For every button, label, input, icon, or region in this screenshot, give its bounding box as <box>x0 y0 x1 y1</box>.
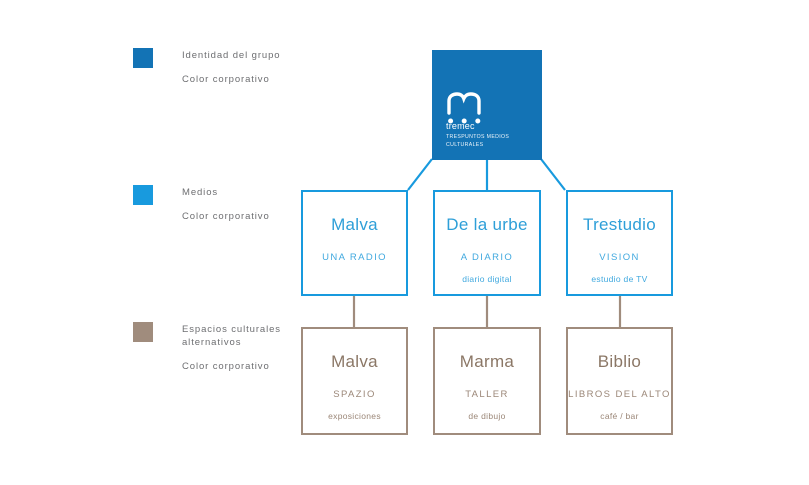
media-node-trestudio-line2: VISION <box>599 252 640 263</box>
media-node-trestudio-line3: estudio de TV <box>591 274 648 284</box>
legend-item-identidad: Identidad del grupo Color corporativo <box>133 48 280 86</box>
media-node-trestudio[interactable]: Trestudio VISION estudio de TV <box>566 190 673 296</box>
culture-node-biblio[interactable]: Biblio LIBROS DEL ALTO café / bar <box>566 327 673 435</box>
culture-node-malva-spazio[interactable]: Malva SPAZIO exposiciones <box>301 327 408 435</box>
connector-brand-to-trestudio <box>540 158 566 191</box>
legend-swatch-identidad <box>133 48 153 68</box>
culture-node-marma[interactable]: Marma TALLER de dibujo <box>433 327 541 435</box>
brand-tagline: TRESPUNTOS MEDIOS CULTURALES <box>446 134 510 148</box>
legend-title-medios: Medios <box>182 187 219 198</box>
culture-node-malva-spazio-title: Malva <box>331 352 378 371</box>
culture-node-marma-line3: de dibujo <box>468 411 506 421</box>
media-node-de-la-urbe-line3: diario digital <box>462 274 512 284</box>
legend-text-espacios-culturales: Espacios culturales alternativos Color c… <box>182 322 281 373</box>
culture-node-biblio-title: Biblio <box>597 352 642 371</box>
culture-node-marma-title: Marma <box>459 352 515 371</box>
legend-subtitle-espacios-culturales: Color corporativo <box>182 361 270 372</box>
legend-subtitle-medios: Color corporativo <box>182 211 270 222</box>
legend-item-medios: Medios Color corporativo <box>133 185 270 223</box>
legend-title-espacios-culturales: Espacios culturales alternativos <box>182 324 281 348</box>
tremec-m-logo-icon <box>447 92 481 124</box>
brand-node-tremec[interactable]: tremec TRESPUNTOS MEDIOS CULTURALES <box>432 50 542 160</box>
culture-node-malva-spazio-line3: exposiciones <box>328 411 381 421</box>
legend-item-espacios-culturales: Espacios culturales alternativos Color c… <box>133 322 281 373</box>
media-node-malva-title: Malva <box>331 215 378 234</box>
culture-node-malva-spazio-line2: SPAZIO <box>333 389 376 400</box>
media-node-trestudio-title: Trestudio <box>583 215 656 234</box>
culture-node-biblio-line3: café / bar <box>600 411 639 421</box>
brand-name: tremec <box>446 121 475 131</box>
legend-subtitle-identidad: Color corporativo <box>182 74 270 85</box>
culture-node-marma-line2: TALLER <box>465 389 509 400</box>
media-node-de-la-urbe-title: De la urbe <box>446 215 528 234</box>
legend-text-medios: Medios Color corporativo <box>182 185 270 223</box>
legend-title-identidad: Identidad del grupo <box>182 50 281 61</box>
media-node-malva[interactable]: Malva UNA RADIO <box>301 190 408 296</box>
legend-swatch-medios <box>133 185 153 205</box>
legend-swatch-espacios-culturales <box>133 322 153 342</box>
connector-brand-to-malva <box>407 158 433 191</box>
media-node-de-la-urbe-line2: A DIARIO <box>460 252 514 263</box>
media-node-malva-line2: UNA RADIO <box>322 252 387 263</box>
legend-text-identidad: Identidad del grupo Color corporativo <box>182 48 280 86</box>
media-node-de-la-urbe[interactable]: De la urbe A DIARIO diario digital <box>433 190 541 296</box>
culture-node-biblio-line2: LIBROS DEL ALTO <box>568 389 671 400</box>
